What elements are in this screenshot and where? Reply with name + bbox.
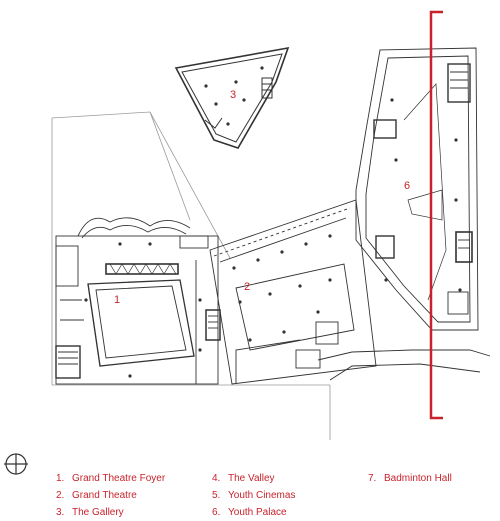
- legend-column-1: 1.Grand Theatre Foyer 2.Grand Theatre 3.…: [56, 470, 165, 521]
- legend-item: 2.Grand Theatre: [56, 490, 137, 501]
- youth-palace-block: [317, 47, 491, 381]
- legend-column-3: 7.Badminton Hall: [368, 470, 452, 487]
- theatre-block: [55, 217, 221, 385]
- marker-grand-theatre-foyer: 1: [114, 294, 120, 306]
- section-cut-line: [429, 10, 443, 420]
- legend-item: 3.The Gallery: [56, 507, 124, 518]
- structural-columns: [84, 66, 462, 378]
- marker-grand-theatre: 2: [244, 281, 250, 293]
- legend: 1.Grand Theatre Foyer 2.Grand Theatre 3.…: [0, 470, 500, 521]
- valley-block: [209, 199, 377, 385]
- legend-item: 1.Grand Theatre Foyer: [56, 473, 166, 484]
- floor-plan-drawing: 1 2 3 6: [51, 10, 491, 440]
- legend-column-2: 4.The Valley 5.Youth Cinemas 6.Youth Pal…: [212, 470, 295, 521]
- legend-item: 5.Youth Cinemas: [212, 490, 296, 501]
- north-arrow-icon: [4, 453, 28, 475]
- site-outline: [51, 111, 331, 440]
- gallery-block: [174, 46, 290, 149]
- marker-youth-palace: 6: [404, 180, 410, 192]
- legend-item: 6.Youth Palace: [212, 507, 287, 518]
- legend-item: 7.Badminton Hall: [368, 473, 452, 484]
- legend-item: 4.The Valley: [212, 473, 275, 484]
- marker-the-gallery: 3: [230, 89, 236, 101]
